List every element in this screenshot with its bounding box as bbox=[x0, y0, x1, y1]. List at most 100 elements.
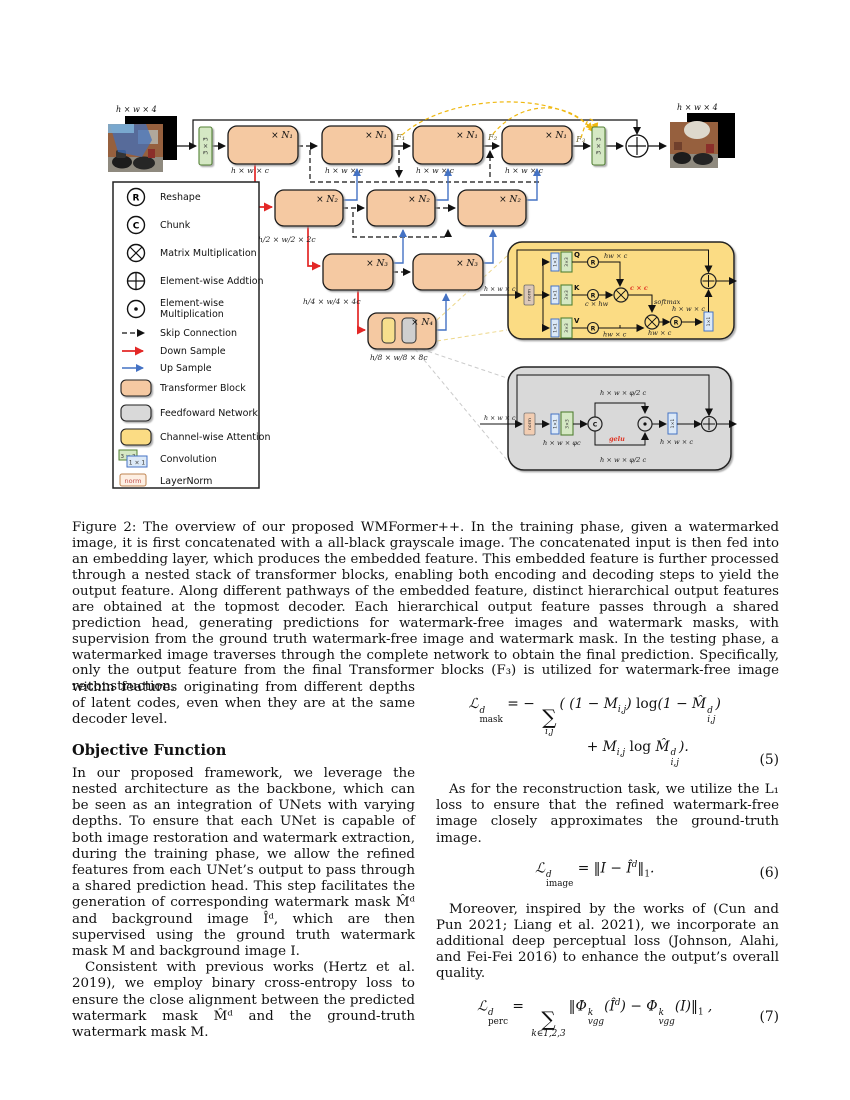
ffn-proj-dim: h × w × c bbox=[660, 438, 693, 446]
watermarked-photo bbox=[108, 124, 163, 172]
conv-3x3-label: 3 × 3 bbox=[595, 137, 603, 155]
softmax-label: softmax bbox=[654, 298, 681, 306]
legend-label: Feedfoward Network bbox=[160, 408, 258, 419]
legend-label: Element-wise Addtion bbox=[160, 276, 264, 287]
input-dim-label: h × w × 4 bbox=[116, 105, 157, 114]
restored-photo bbox=[670, 121, 718, 168]
conv-1x1-label: 1×1 bbox=[706, 317, 712, 327]
feature-f2-label: F₂ bbox=[487, 133, 498, 143]
norm-label: norm bbox=[125, 477, 142, 485]
attn-map-dim: c × c bbox=[630, 284, 648, 292]
paragraph: As for the reconstruction task, we utili… bbox=[436, 781, 779, 846]
loss-symbol: ℒ bbox=[477, 998, 488, 1015]
transformer-block-l2-1 bbox=[274, 189, 344, 227]
block-repeat-label: × N₁ bbox=[271, 131, 293, 141]
conv-3x3-label: 3×3 bbox=[564, 257, 570, 267]
transformer-blocks: × N₁ × N₁ × N₁ × N₁ × N₂ × N₂ × N₂ × N₃ … bbox=[227, 125, 586, 362]
attn-reshape-dim: h × w × c bbox=[672, 305, 705, 313]
summation: ∑i,j bbox=[542, 704, 557, 737]
equation-number: (5) bbox=[759, 751, 779, 768]
input-image: h × w × 4 bbox=[108, 105, 177, 172]
transformer-block-l2-3 bbox=[457, 189, 527, 227]
loss-symbol: ℒ bbox=[535, 860, 546, 877]
channel-wise-attention-icon bbox=[120, 428, 152, 446]
equation-number: (7) bbox=[759, 1008, 779, 1025]
output-dim-label: h × w × 4 bbox=[677, 103, 718, 112]
gelu-label: gelu bbox=[609, 435, 625, 443]
callout-lines bbox=[414, 255, 508, 461]
k-dim-label: c × hw bbox=[585, 300, 609, 308]
dim-label: h/2 × w/2 × 2c bbox=[258, 235, 316, 244]
attn-norm-label: norm bbox=[527, 288, 533, 301]
conv-1x1-label: 1×1 bbox=[553, 290, 559, 300]
legend-label: Transformer Block bbox=[159, 383, 246, 394]
dim-label: h/4 × w/4 × 4c bbox=[303, 297, 361, 306]
ffn-residual-path bbox=[516, 374, 713, 424]
output-image: h × w × 4 bbox=[670, 103, 735, 168]
figure-legend: R Reshape C Chunk Matrix Multiplication … bbox=[112, 181, 271, 489]
reshape-letter: R bbox=[591, 326, 596, 333]
transformer-block-l2-2 bbox=[366, 189, 436, 227]
conv-1x1-label: 1×1 bbox=[553, 257, 559, 267]
embedding-conv: 3 × 3 bbox=[198, 126, 213, 166]
transformer-block-icon bbox=[120, 379, 152, 397]
dim-label: h/8 × w/8 × 8c bbox=[370, 353, 428, 362]
reshape-icon bbox=[126, 187, 146, 207]
block-repeat-label: × N₃ bbox=[366, 259, 388, 269]
conv-1x1-label: 1×1 bbox=[670, 419, 676, 429]
legend-label: Element-wise bbox=[160, 298, 224, 309]
up-sample-arrows bbox=[343, 168, 541, 331]
dim-label: h × w × c bbox=[505, 166, 544, 175]
feature-f3-label: F₃ bbox=[575, 135, 586, 145]
figure-caption: Figure 2: The overview of our proposed W… bbox=[72, 520, 779, 695]
dim-label: h × w × c bbox=[325, 166, 364, 175]
conv-3x3-label: 3×3 bbox=[564, 323, 570, 333]
section-heading: Objective Function bbox=[72, 741, 227, 759]
paragraph: within features originating from differe… bbox=[72, 680, 415, 728]
block-repeat-label: × N₄ bbox=[411, 318, 433, 328]
figure-2-diagram: × N₁ × N₁ × N₁ × N₁ × N₂ × N₂ × N₂ × N₃ … bbox=[108, 101, 737, 489]
block-repeat-label: × N₁ bbox=[365, 131, 387, 141]
dim-label: h × w × c bbox=[231, 166, 270, 175]
convolution-icon: 3 × 3 1 × 1 bbox=[118, 449, 148, 468]
reshape-letter: R bbox=[591, 293, 596, 300]
summation: ∑k∈1,2,3 bbox=[531, 1007, 566, 1040]
channel-wise-attention-panel: h × w × c norm 1×1 3×3 Q R hw × c 1×1 3×… bbox=[480, 241, 737, 340]
hierarchical-feature-curves bbox=[401, 101, 599, 139]
dim-label: h × w × c bbox=[416, 166, 455, 175]
transformer-block-l1-1 bbox=[227, 125, 299, 165]
reshape-symbol: R bbox=[133, 194, 140, 204]
chunk-letter: C bbox=[593, 422, 598, 429]
block-repeat-label: × N₁ bbox=[456, 131, 478, 141]
feedforward-network-icon bbox=[120, 404, 152, 422]
conv-3x3-label: 3×3 bbox=[565, 419, 571, 429]
prediction-conv: 3 × 3 bbox=[591, 126, 606, 166]
attn-out-dim: hw × c bbox=[648, 329, 672, 337]
ffn-norm-label: norm bbox=[527, 417, 533, 430]
legend-label: Convolution bbox=[160, 454, 217, 465]
left-column: within features originating from differe… bbox=[72, 680, 415, 1041]
conv-3x3-label: 3 × 3 bbox=[202, 137, 210, 155]
main-flow-arrows bbox=[177, 119, 667, 276]
reshape-letter: R bbox=[674, 320, 679, 327]
feedforward-network-panel: h × w × c norm 1×1 3×3 h × w × φc C h × … bbox=[480, 366, 737, 471]
mini-ffn-block bbox=[401, 317, 417, 344]
block-repeat-label: × N₂ bbox=[499, 195, 521, 205]
attn-input-dim: h × w × c bbox=[484, 286, 516, 293]
conv-1x1-label: 1×1 bbox=[553, 323, 559, 333]
attn-conv-1x1 bbox=[550, 318, 560, 338]
block-repeat-label: × N₃ bbox=[456, 259, 478, 269]
legend-label: Channel-wise Attention bbox=[160, 432, 271, 443]
legend-label: Skip Connection bbox=[160, 328, 237, 339]
legend-label: Reshape bbox=[160, 192, 201, 203]
legend-label: Down Sample bbox=[160, 346, 226, 357]
paragraph: In our proposed framework, we leverage t… bbox=[72, 765, 415, 960]
legend-label: Multiplication bbox=[160, 309, 224, 320]
paragraph: Consistent with previous works (Hertz et… bbox=[72, 960, 415, 1041]
reshape-letter: R bbox=[591, 260, 596, 267]
chunk-symbol: C bbox=[133, 222, 140, 232]
layernorm-icon: norm bbox=[119, 473, 147, 487]
